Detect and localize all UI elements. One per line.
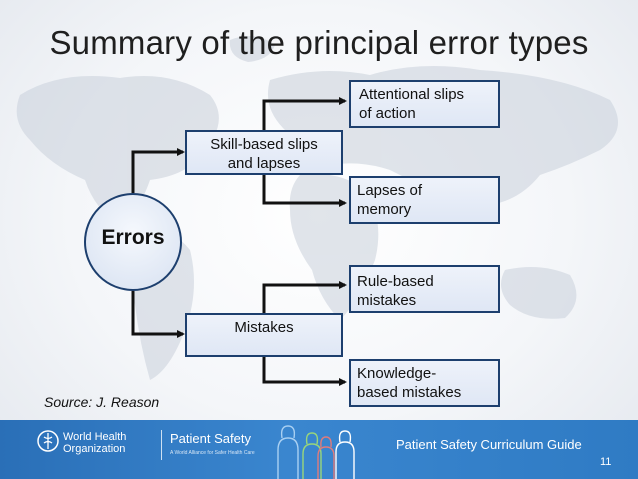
connector-errors-to-mistakes: [131, 291, 185, 338]
who-emblem-icon: [37, 430, 59, 452]
attentional-line-2: of action: [359, 105, 416, 122]
source-citation: Source: J. Reason: [44, 394, 160, 410]
who-logo-text: World Health Organization: [63, 431, 126, 455]
rule-based-node: Rule-based mistakes: [349, 265, 500, 313]
lapses-of-memory-node: Lapses of memory: [349, 176, 500, 224]
skill-based-node: Skill-based slips and lapses: [185, 130, 343, 175]
curriculum-guide-label: Patient Safety Curriculum Guide: [396, 437, 582, 452]
connector-mistakes-to-knowledge: [262, 357, 347, 386]
knowledge-line-2: based mistakes: [357, 384, 462, 401]
knowledge-line-1: Knowledge-: [357, 365, 437, 382]
patient-safety-subtitle: A World Alliance for Safer Health Care: [170, 450, 255, 456]
people-silhouettes-icon: [277, 425, 355, 479]
skill-based-line-2: and lapses: [227, 155, 301, 172]
attentional-slips-node: Attentional slips of action: [349, 80, 500, 128]
diagram-connectors: [131, 97, 347, 386]
mistakes-label: Mistakes: [234, 319, 294, 336]
skill-based-line-1: Skill-based slips: [210, 136, 318, 153]
slide-title: Summary of the principal error types: [49, 24, 589, 61]
rule-line-2: mistakes: [357, 292, 417, 309]
rule-line-1: Rule-based: [357, 273, 434, 290]
connector-skill-to-attentional: [262, 97, 347, 130]
mistakes-node: Mistakes: [185, 313, 343, 357]
knowledge-based-node: Knowledge- based mistakes: [349, 359, 500, 407]
who-line-2: Organization: [63, 443, 126, 455]
connector-errors-to-skill: [131, 148, 185, 193]
lapses-line-1: Lapses of: [357, 182, 423, 199]
errors-node: [84, 193, 182, 291]
lapses-line-2: memory: [357, 201, 412, 218]
who-line-1: World Health: [63, 431, 127, 443]
patient-safety-title: Patient Safety: [170, 431, 251, 446]
connector-skill-to-lapses: [262, 175, 347, 207]
attentional-line-1: Attentional slips: [359, 86, 465, 103]
connector-mistakes-to-rule: [262, 281, 347, 313]
footer-divider: [161, 430, 162, 460]
page-number: 11: [600, 456, 612, 468]
errors-label: Errors: [101, 226, 165, 249]
